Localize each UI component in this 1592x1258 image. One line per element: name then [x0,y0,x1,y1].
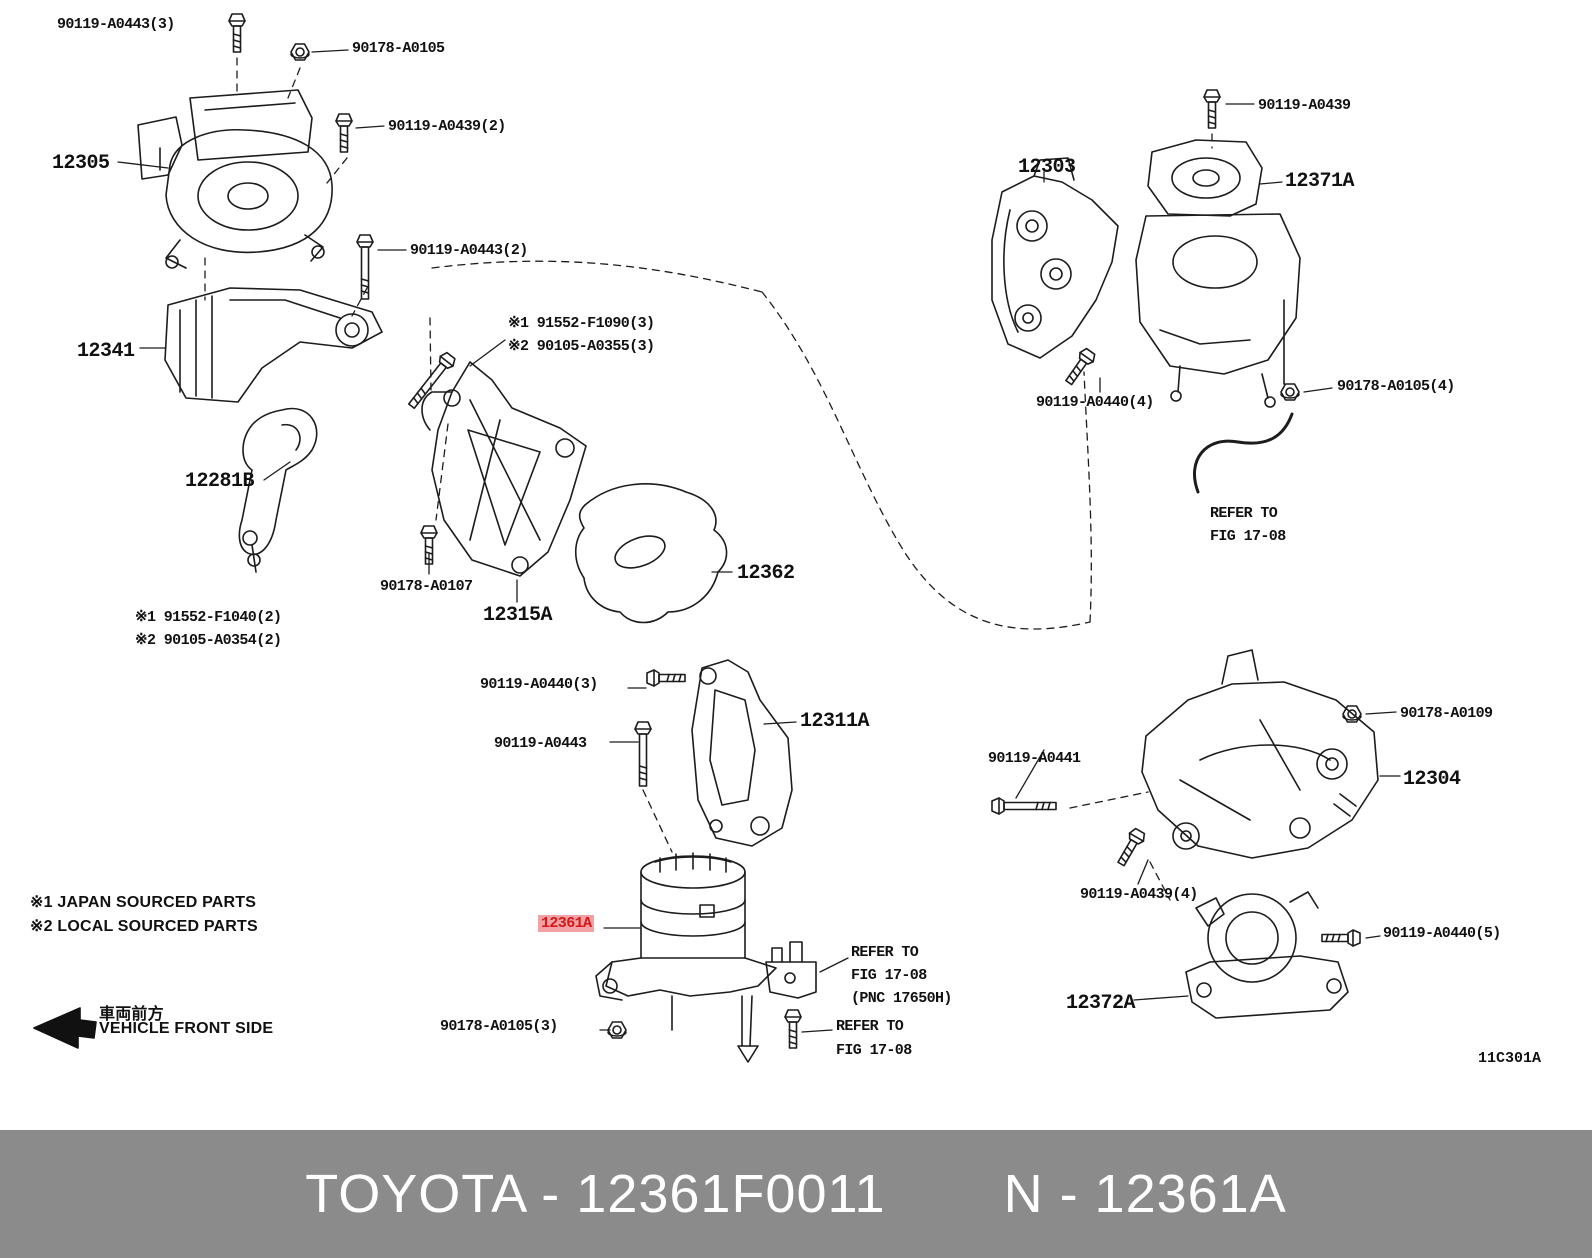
part-label: FIG 17-08 [1210,528,1286,545]
labels-layer: 90119-A0443(3) 90178-A0105 90119-A0439(2) 1… [30,16,1542,1067]
part-label: 12315A [483,604,553,627]
part-label: 90119-A0439(4) [1080,886,1198,903]
part-label: 90178-A0109 [1400,705,1493,722]
part-drawing-12311A [691,659,793,847]
part-drawing-12371A [1135,139,1301,408]
part-label: 車両前方 [99,1006,164,1023]
part-label: 12305 [52,152,110,175]
part-label: 12371A [1285,170,1355,193]
leader-lines [117,49,1401,1033]
part-label: ※1 91552-F1090(3) [508,315,655,332]
part-label: 90119-A0441 [988,750,1081,767]
vehicle-front-arrow [33,1007,97,1049]
part-label: 90119-A0440(3) [480,676,598,693]
part-drawing-12281B [238,407,318,573]
part-label: FIG 17-08 [836,1042,912,1059]
part-label: REFER TO [1210,505,1278,522]
part-label: 12303 [1018,156,1076,179]
part-label: 12341 [77,340,135,363]
part-label: ※2 90105-A0355(3) [508,338,655,355]
part-label: (PNC 17650H) [851,990,952,1007]
part-label: 90119-A0439 [1258,97,1351,114]
part-label: 90178-A0105 [352,40,445,57]
part-drawing-hose [1192,412,1294,494]
part-label: VEHICLE FRONT SIDE [99,1020,274,1037]
part-drawing-12303 [991,157,1119,359]
footer-part-code: N - 12361A [1003,1164,1287,1224]
part-drawing-12315A [421,361,587,577]
part-label: 90119-A0443(2) [410,242,528,259]
part-drawing-12305 [137,89,333,269]
part-drawing-12362 [574,483,728,624]
part-label: 90178-A0107 [380,578,473,595]
footer-oem-number: TOYOTA - 12361F0011 [305,1164,886,1224]
part-label: 90119-A0440(4) [1036,394,1154,411]
part-label: 90119-A0440(5) [1383,925,1501,942]
part-drawing-12341 [164,287,383,403]
part-drawing-12372A [1185,891,1349,1019]
part-label: 12311A [800,710,870,733]
part-label: 12281B [185,470,255,493]
part-drawing-clamp [765,941,817,999]
part-label: FIG 17-08 [851,967,927,984]
part-label: 11C301A [1478,1050,1542,1067]
dashed-lines [204,57,1213,901]
part-label: 90178-A0105(4) [1337,378,1455,395]
highlighted-part-label: 12361A [538,915,595,932]
part-label: ※1 91552-F1040(2) [135,609,282,626]
part-label: ※2 LOCAL SOURCED PARTS [30,918,258,935]
part-label: 90119-A0443(3) [57,16,175,33]
part-label: 12372A [1066,992,1136,1015]
part-label: REFER TO [836,1018,904,1035]
part-label: 12304 [1403,768,1461,791]
part-label: ※1 JAPAN SOURCED PARTS [30,894,257,911]
part-label: 12362 [737,562,795,585]
part-label: 90178-A0105(3) [440,1018,558,1035]
footer-bar: TOYOTA - 12361F0011 N - 12361A [0,1130,1592,1258]
part-label: REFER TO [851,944,919,961]
part-label: 90119-A0439(2) [388,118,506,135]
part-label: 90119-A0443 [494,735,587,752]
part-label: ※2 90105-A0354(2) [135,632,282,649]
part-drawing-12304 [1141,649,1379,859]
